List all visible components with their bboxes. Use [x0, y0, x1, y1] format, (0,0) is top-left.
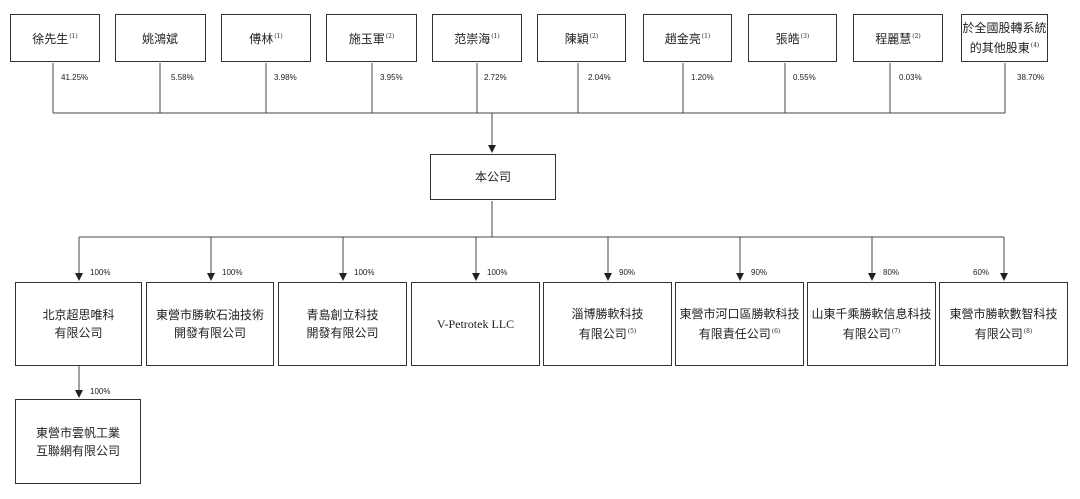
shareholding-pct: 3.98%: [274, 73, 297, 82]
subsidiary-pct: 100%: [222, 268, 243, 277]
shareholder-name: 張皓: [775, 32, 800, 46]
company-box: 本公司: [430, 154, 556, 200]
footnote-mark: (2): [912, 33, 921, 40]
connector-lines: [52, 63, 1008, 398]
shareholder-name-line1: 於全國股轉系統: [962, 21, 1047, 35]
footnote-mark: (1): [491, 33, 500, 40]
shareholder-name: 施玉軍: [348, 32, 385, 46]
subsidiary-name-line1: 東營市河口區勝軟科技: [679, 307, 800, 321]
shareholder-name: 徐先生: [32, 32, 69, 46]
subsidiary-name-line2: 有限公司: [578, 327, 627, 341]
sub-subsidiary-pct: 100%: [90, 387, 111, 396]
subsidiary-box: 山東千乘勝軟信息科技有限公司(7): [807, 282, 936, 366]
shareholder-name: 趙金亮: [664, 32, 701, 46]
shareholder-name: 傅林: [249, 32, 274, 46]
shareholding-pct: 38.70%: [1017, 73, 1045, 82]
subsidiary-pct: 80%: [883, 268, 900, 277]
footnote-mark: (4): [1030, 42, 1040, 49]
shareholding-pct: 1.20%: [691, 73, 714, 82]
footnote-mark: (6): [771, 328, 781, 335]
shareholding-pct: 3.95%: [380, 73, 403, 82]
shareholder-box: 趙金亮(1): [643, 14, 732, 62]
subsidiary-name-line1: 山東千乘勝軟信息科技: [811, 307, 932, 321]
subsidiary-box: V-Petrotek LLC: [411, 282, 540, 366]
shareholder-name: 姚鴻斌: [141, 32, 178, 46]
sub-subsidiary-name-line2: 互聯網有限公司: [35, 443, 120, 458]
subsidiary-name-line1: 東營市勝軟數智科技: [949, 307, 1058, 321]
subsidiary-box: 青島創立科技開發有限公司: [278, 282, 407, 366]
subsidiary-name-line2: 開發有限公司: [173, 326, 246, 340]
sub-subsidiary-name-line1: 東營市雲帆工業: [35, 425, 120, 440]
footnote-mark: (3): [800, 33, 810, 40]
shareholder-box: 施玉軍(2): [326, 14, 417, 62]
shareholding-pct: 0.55%: [793, 73, 816, 82]
shareholding-pct: 2.04%: [588, 73, 611, 82]
footnote-mark: (7): [891, 328, 901, 335]
shareholder-box: 姚鴻斌: [115, 14, 206, 62]
shareholder-name: 陳穎: [564, 32, 589, 46]
subsidiary-name-line2: 有限公司: [974, 327, 1023, 341]
subsidiary-name-line2: 有限公司: [842, 327, 891, 341]
subsidiary-box: 淄博勝軟科技有限公司(5): [543, 282, 672, 366]
shareholder-name: 程麗慧: [875, 32, 912, 46]
subsidiary-name-line2: 有限公司: [54, 326, 103, 340]
shareholder-box: 范崇海(1): [432, 14, 522, 62]
shareholder-box: 於全國股轉系統 的其他股東(4): [961, 14, 1048, 62]
subsidiary-pct: 100%: [354, 268, 375, 277]
subsidiary-pct: 100%: [487, 268, 508, 277]
footnote-mark: (8): [1023, 328, 1033, 335]
subsidiary-name-line2: 開發有限公司: [306, 326, 379, 340]
shareholder-box: 徐先生(1): [10, 14, 100, 62]
footnote-mark: (1): [701, 33, 711, 40]
subsidiary-pct: 100%: [90, 268, 111, 277]
subsidiary-name-line1: 北京超思唯科: [42, 308, 115, 322]
subsidiary-pct: 60%: [973, 268, 990, 277]
footnote-mark: (1): [274, 33, 283, 40]
shareholder-name: 范崇海: [454, 32, 491, 46]
shareholding-pct: 5.58%: [171, 73, 194, 82]
shareholder-box: 程麗慧(2): [853, 14, 943, 62]
footnote-mark: (5): [627, 328, 637, 335]
subsidiary-name-line2: 有限責任公司: [698, 327, 771, 341]
footnote-mark: (2): [385, 33, 395, 40]
subsidiary-box: 北京超思唯科有限公司: [15, 282, 142, 366]
shareholder-box: 陳穎(2): [537, 14, 626, 62]
subsidiary-name-line1: 東營市勝軟石油技術: [155, 308, 264, 322]
shareholding-pct: 0.03%: [899, 73, 922, 82]
shareholder-box: 傅林(1): [221, 14, 311, 62]
subsidiary-pct: 90%: [619, 268, 636, 277]
subsidiary-box: 東營市河口區勝軟科技有限責任公司(6): [675, 282, 804, 366]
footnote-mark: (2): [589, 33, 599, 40]
shareholder-name-line2: 的其他股東: [969, 41, 1030, 55]
subsidiary-box: 東營市勝軟數智科技有限公司(8): [939, 282, 1068, 366]
footnote-mark: (1): [69, 33, 78, 40]
subsidiary-name: V-Petrotek LLC: [436, 317, 515, 331]
shareholding-pct: 2.72%: [484, 73, 507, 82]
sub-subsidiary-box: 東營市雲帆工業互聯網有限公司: [15, 399, 141, 484]
subsidiary-box: 東營市勝軟石油技術開發有限公司: [146, 282, 274, 366]
shareholding-pct: 41.25%: [61, 73, 89, 82]
subsidiary-name-line1: 淄博勝軟科技: [571, 307, 644, 321]
shareholder-box: 張皓(3): [748, 14, 837, 62]
subsidiary-pct: 90%: [751, 268, 768, 277]
company-name: 本公司: [474, 170, 511, 184]
subsidiary-name-line1: 青島創立科技: [306, 308, 379, 322]
